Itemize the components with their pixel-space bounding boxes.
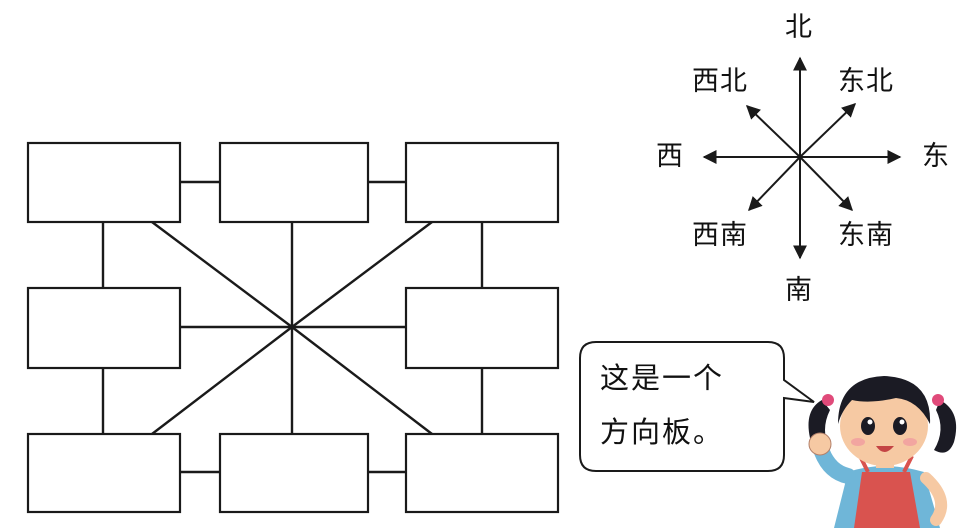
- box-top-middle: [218, 141, 370, 224]
- box-bottom-middle: [218, 432, 370, 514]
- box-middle-right: [404, 286, 560, 370]
- speech-bubble-shape: [579, 341, 815, 472]
- compass-label-northeast: 东北: [838, 66, 894, 97]
- speech-line-1: 这是一个: [600, 361, 725, 395]
- box-top-left: [26, 141, 182, 224]
- compass-label-west: 西: [656, 141, 684, 172]
- compass-label-southwest: 西南: [692, 220, 748, 251]
- girl-character-icon: [808, 376, 957, 528]
- compass-label-northwest: 西北: [692, 66, 748, 97]
- board-spokes: [151, 221, 433, 435]
- compass-label-southeast: 东南: [838, 220, 894, 251]
- compass-label-north: 北: [785, 12, 813, 43]
- box-top-right: [404, 141, 560, 224]
- compass-label-east: 东: [922, 141, 950, 172]
- speech-line-2: 方向板。: [600, 415, 725, 449]
- box-middle-left: [26, 286, 182, 370]
- box-bottom-right: [404, 432, 560, 514]
- box-bottom-left: [26, 432, 182, 514]
- board-connectors: [101, 180, 484, 474]
- compass-label-south: 南: [785, 275, 813, 306]
- compass-arrows-icon: [702, 56, 902, 260]
